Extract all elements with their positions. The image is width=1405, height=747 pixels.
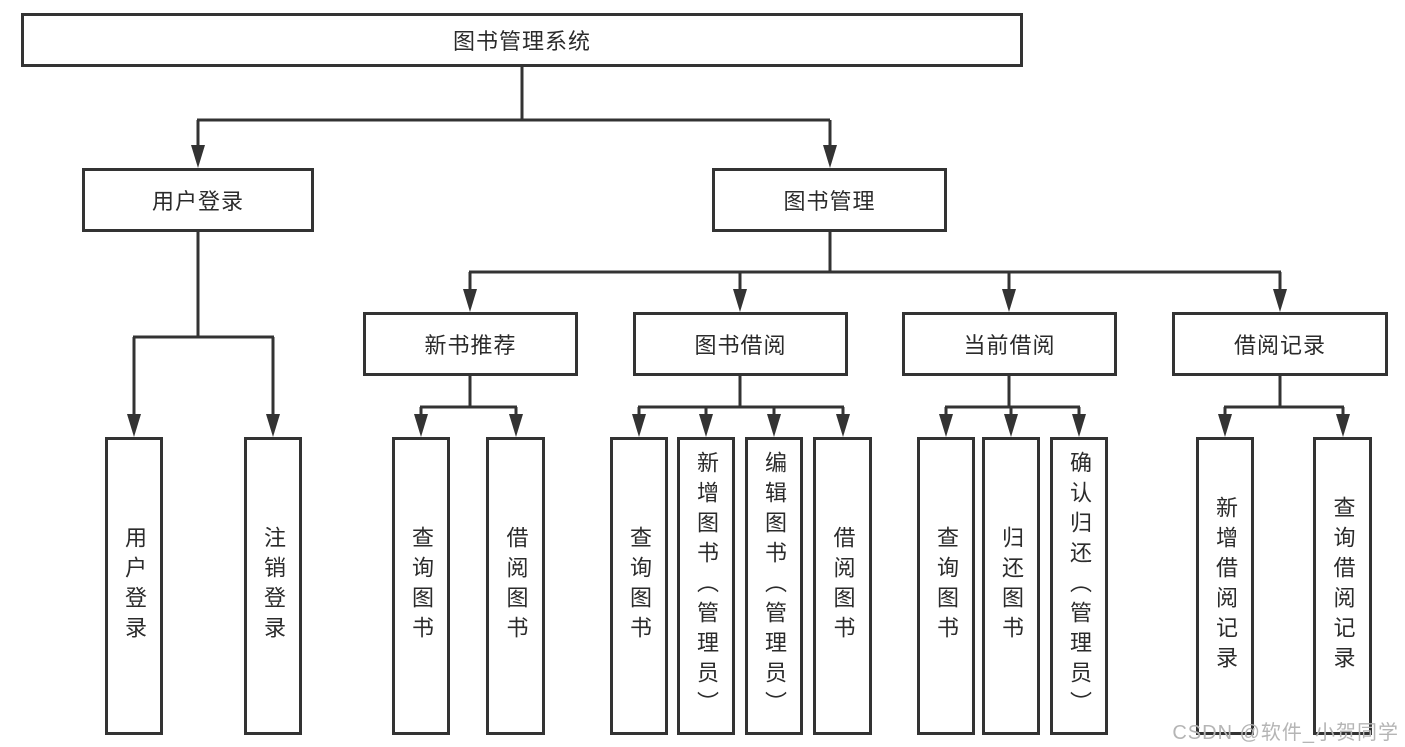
- connector-mgmt-to-level3: [468, 232, 1282, 292]
- leaf-query-books-borrowing: 查询图书: [610, 437, 668, 735]
- leaf-label: 归还图书: [999, 526, 1024, 646]
- leaf-edit-books-admin: 编辑图书（管理员）: [745, 437, 803, 735]
- leaf-borrow-books-borrowing: 借阅图书: [813, 437, 872, 735]
- node-label: 图书管理: [783, 189, 876, 214]
- connector-records-to-children: [1223, 376, 1345, 417]
- arrow-to-book-mgmt: [823, 145, 837, 168]
- csdn-watermark: CSDN @软件_小贺同学: [1172, 722, 1399, 744]
- node-borrowing-records: 借阅记录: [1172, 312, 1388, 376]
- node-new-book-recommendation: 新书推荐: [363, 312, 578, 376]
- node-label: 借阅记录: [1233, 333, 1326, 358]
- connector-login-to-children: [132, 232, 275, 417]
- node-label: 当前借阅: [963, 333, 1056, 358]
- arrow-to-leaf-add-record: [1218, 414, 1232, 437]
- arrow-to-leaf-confirm-return: [1072, 414, 1086, 437]
- leaf-label: 查询借阅记录: [1330, 496, 1356, 676]
- connector-current-to-children: [944, 376, 1081, 417]
- leaf-logout: 注销登录: [244, 437, 302, 735]
- leaf-borrow-books-recommend: 借阅图书: [486, 437, 545, 735]
- connector-recommend-to-children: [419, 376, 518, 417]
- leaf-add-books-admin: 新增图书（管理员）: [677, 437, 735, 735]
- leaf-user-login: 用户登录: [105, 437, 163, 735]
- arrow-to-leaf-user-login: [127, 414, 141, 437]
- arrow-to-current: [1002, 289, 1016, 312]
- leaf-label: 用户登录: [122, 526, 147, 646]
- leaf-confirm-return-admin: 确认归还（管理员）: [1050, 437, 1108, 735]
- leaf-label: 确认归还（管理员）: [1067, 451, 1092, 721]
- leaf-return-books: 归还图书: [982, 437, 1040, 735]
- arrow-to-leaf-logout: [266, 414, 280, 437]
- leaf-label: 新增借阅记录: [1213, 496, 1238, 676]
- node-label: 新书推荐: [424, 333, 517, 358]
- arrow-to-leaf-query-current: [939, 414, 953, 437]
- node-current-borrowing: 当前借阅: [902, 312, 1117, 376]
- arrow-to-borrowing: [733, 289, 747, 312]
- arrowheads: [127, 145, 1350, 437]
- leaf-label: 查询图书: [627, 526, 652, 646]
- node-label: 图书借阅: [694, 333, 787, 358]
- node-label: 用户登录: [151, 189, 244, 214]
- arrow-to-leaf-query-record: [1336, 414, 1350, 437]
- leaf-label: 借阅图书: [830, 526, 856, 646]
- leaf-query-borrow-record: 查询借阅记录: [1313, 437, 1372, 735]
- arrow-to-leaf-query-borrowing: [632, 414, 646, 437]
- leaf-label: 借阅图书: [503, 526, 529, 646]
- leaf-query-books-recommend: 查询图书: [392, 437, 450, 735]
- arrow-to-leaf-borrow-recommend: [509, 414, 523, 437]
- arrow-to-leaf-return-books: [1004, 414, 1018, 437]
- leaf-add-borrow-record: 新增借阅记录: [1196, 437, 1254, 735]
- arrow-to-leaf-edit-books: [767, 414, 781, 437]
- node-library-management-system: 图书管理系统: [21, 13, 1023, 67]
- leaf-label: 查询图书: [934, 526, 959, 646]
- connector-root-to-level2: [196, 67, 832, 148]
- arrow-to-user-login: [191, 145, 205, 168]
- arrow-to-recommend: [463, 289, 477, 312]
- node-label: 图书管理系统: [452, 29, 591, 54]
- connector-borrowing-to-children: [637, 376, 845, 417]
- node-book-borrowing: 图书借阅: [633, 312, 848, 376]
- node-book-management: 图书管理: [712, 168, 947, 232]
- node-user-login: 用户登录: [82, 168, 314, 232]
- leaf-label: 注销登录: [261, 526, 286, 646]
- arrow-to-leaf-add-books: [699, 414, 713, 437]
- leaf-label: 编辑图书（管理员）: [762, 451, 787, 721]
- leaf-label: 新增图书（管理员）: [694, 451, 719, 721]
- arrow-to-leaf-borrow-borrowing: [836, 414, 850, 437]
- arrow-to-leaf-query-recommend: [414, 414, 428, 437]
- arrow-to-records: [1273, 289, 1287, 312]
- leaf-query-books-current: 查询图书: [917, 437, 975, 735]
- leaf-label: 查询图书: [409, 526, 434, 646]
